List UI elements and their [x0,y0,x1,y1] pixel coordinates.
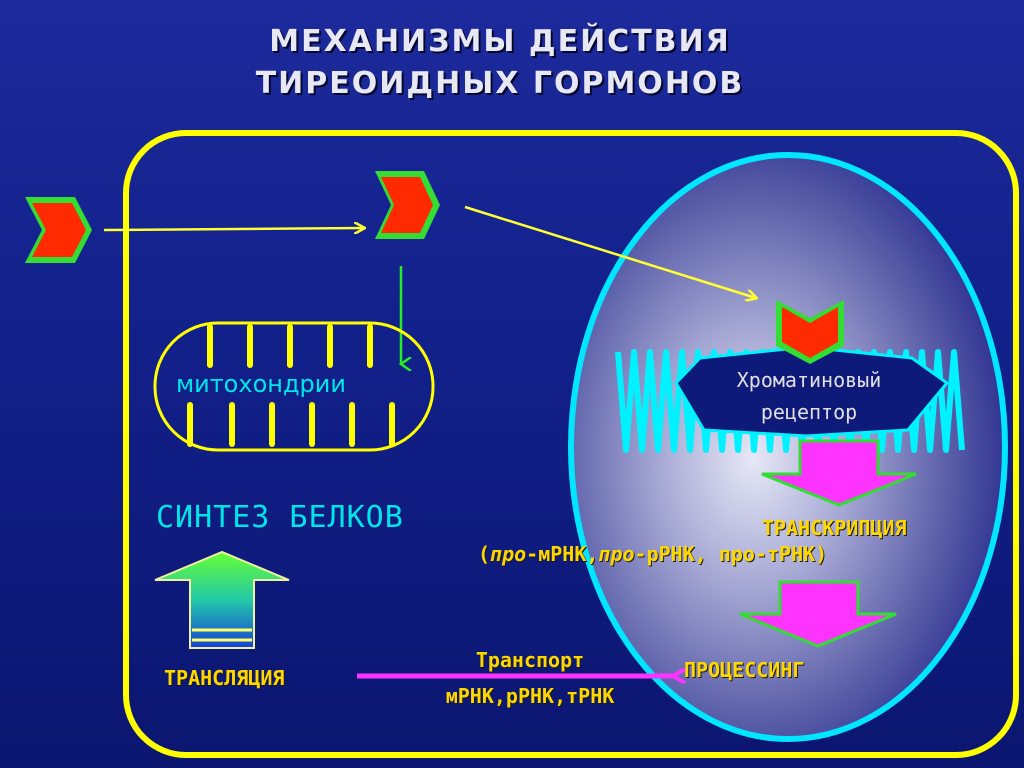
pro-prefix-2: про [598,542,635,566]
transport-label-line-1: Транспорт [475,648,585,672]
title-line-1: МЕХАНИЗМЫ ДЕЙСТВИЯ [269,24,731,59]
receptor-label-line-2: рецептор [760,400,858,424]
hormone-chevron-icon [776,300,844,364]
title-line-2: ТИРЕОИДНЫХ ГОРМОНОВ [255,66,745,101]
receptor-label-line-1: Хроматиновый [736,368,882,392]
processing-arrow [739,580,897,648]
hormone-entry-arrow [103,228,364,230]
cell-membrane [123,130,1019,758]
mrna-text: -мРНК, [526,542,599,566]
rrna-trna-text: -рРНК, про-тРНК) [634,542,828,566]
gradient-up-arrow-icon [154,550,290,649]
pro-prefix-1: про [490,542,527,566]
protein-synthesis-label: СИНТЕЗ БЕЛКОВ [156,500,404,535]
processing-label: ПРОЦЕССИНГ [684,658,805,682]
transcription-arrow [761,439,917,507]
mitochondria-label: митохондрии [176,370,346,398]
hormone-to-nucleus-arrow [464,205,756,298]
hormone-chevron-icon [375,171,440,239]
hormone-chevron-icon [25,197,92,263]
transport-label-line-2: мРНК,рРНК,тРНК [445,684,615,708]
translation-label: ТРАНСЛЯЦИЯ [164,666,285,690]
mitochondrion [153,321,435,452]
transcription-label: ТРАНСКРИПЦИЯ [762,516,907,540]
chromatin-receptor [674,345,950,438]
transcription-products: (про-мРНК,про-рРНК, про-тРНК) [478,542,828,566]
